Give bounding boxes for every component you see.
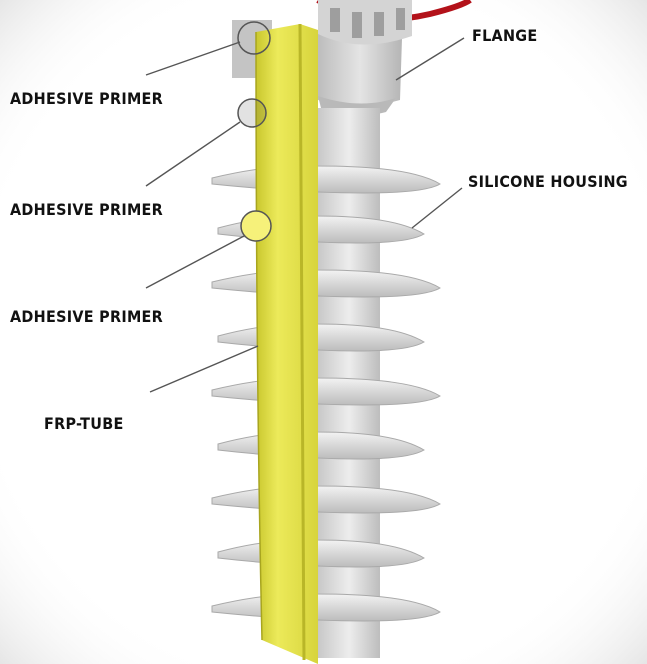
label-silicone-housing: SILICONE HOUSING	[468, 172, 628, 191]
label-adhesive-primer-3: ADHESIVE PRIMER	[10, 307, 163, 326]
label-adhesive-primer-1: ADHESIVE PRIMER	[10, 89, 163, 108]
label-frp-tube: FRP-TUBE	[44, 414, 124, 433]
primer-marker-3	[241, 211, 271, 241]
label-flange: FLANGE	[472, 26, 537, 45]
frp-tube-body	[256, 24, 318, 664]
primer-marker-2	[238, 99, 266, 127]
label-adhesive-primer-2: ADHESIVE PRIMER	[10, 200, 163, 219]
